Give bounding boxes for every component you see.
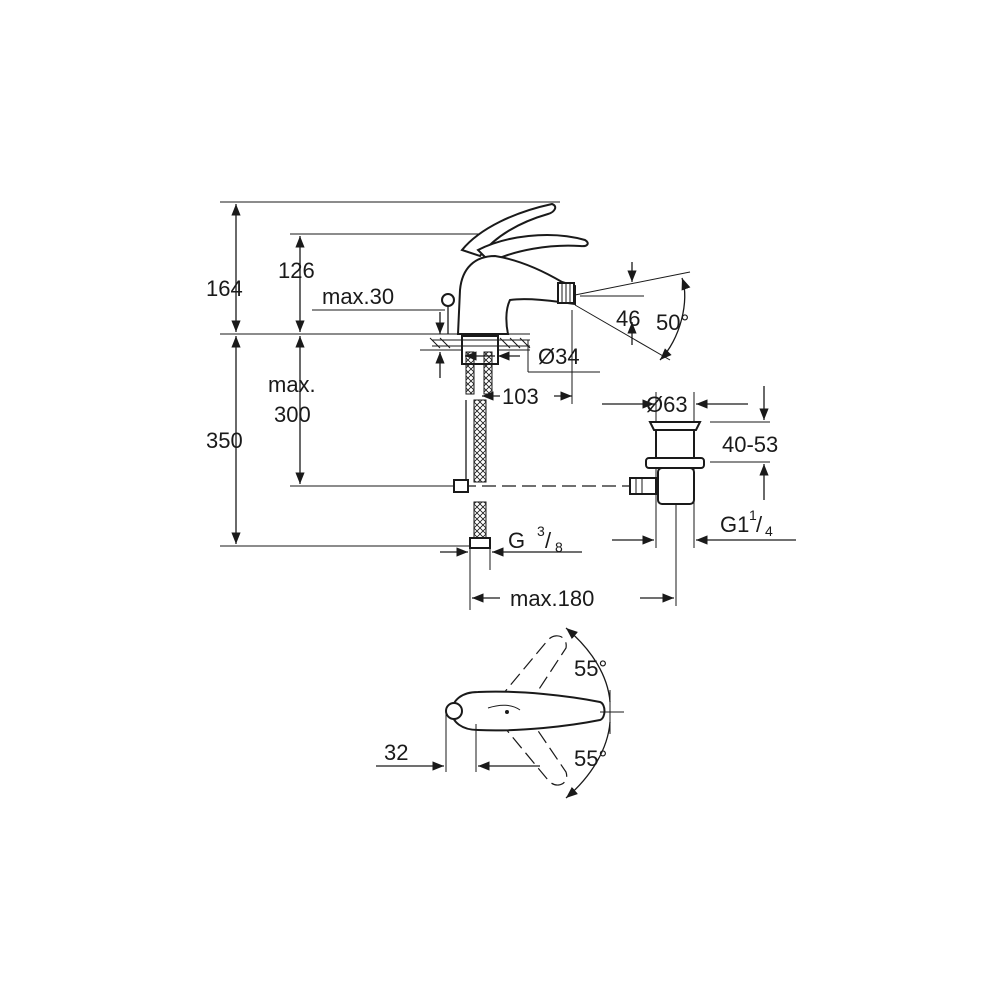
side-view: 164 126 max.30 350 max. 300 bbox=[206, 201, 691, 549]
dim-55-bottom-arc bbox=[565, 721, 611, 799]
flex-hose-upper bbox=[473, 399, 487, 483]
dim-103-label: 103 bbox=[502, 384, 539, 409]
dim-dia34-label: Ø34 bbox=[538, 344, 580, 369]
dim-g114-main: G1 bbox=[720, 512, 749, 537]
dim-46-label: 46 bbox=[616, 306, 640, 331]
dim-4053-label: 40-53 bbox=[722, 432, 778, 457]
dim-g38-num: 3 bbox=[537, 523, 545, 539]
lever-handle bbox=[460, 202, 557, 258]
dim-max30-label: max.30 bbox=[322, 284, 394, 309]
rod-clamp bbox=[453, 479, 469, 493]
dim-55-bottom-label: 55° bbox=[574, 746, 607, 771]
waste-tail bbox=[657, 467, 695, 505]
dim-g114-num: 1 bbox=[749, 507, 757, 523]
max180-dimension: max.180 bbox=[472, 504, 677, 611]
top-view-lift-knob bbox=[445, 702, 463, 720]
waste-body bbox=[655, 429, 695, 459]
dim-g38-den: 8 bbox=[555, 539, 563, 555]
supply-thread-dimension: G 3 / 8 bbox=[440, 523, 582, 610]
waste-flange bbox=[648, 421, 702, 431]
dim-max180-label: max.180 bbox=[510, 586, 594, 611]
dim-350-label: 350 bbox=[206, 428, 243, 453]
top-view-handle bbox=[450, 690, 606, 732]
top-view-indicator-dot bbox=[505, 710, 509, 714]
dim-55-top-arc bbox=[565, 627, 611, 703]
lever-grip bbox=[476, 234, 589, 264]
dim-164-label: 164 bbox=[206, 276, 243, 301]
dim-55-top-label: 55° bbox=[574, 656, 607, 681]
dim-g38-slash: / bbox=[545, 528, 552, 553]
waste-fitting: Ø63 40-53 G1 1 / 4 bbox=[602, 386, 796, 548]
faucet-body bbox=[441, 202, 589, 335]
dim-dia63-label: Ø63 bbox=[646, 392, 688, 417]
dim-g114-slash: / bbox=[756, 512, 763, 537]
top-view: 55° 55° 32 bbox=[376, 627, 624, 799]
dim-50-arc bbox=[659, 277, 691, 361]
dim-g38-main: G bbox=[508, 528, 525, 553]
handle-ghost-lower bbox=[499, 715, 568, 786]
supply-hose bbox=[465, 399, 491, 549]
dim-50-label: 50° bbox=[656, 310, 689, 335]
dim-max300-label-line2: 300 bbox=[274, 402, 311, 427]
flex-hose-lower bbox=[473, 501, 487, 539]
mounting-stud-right bbox=[483, 351, 493, 395]
dim-32-label: 32 bbox=[384, 740, 408, 765]
mounting-stud-left bbox=[465, 351, 475, 395]
dim-max300-label-line1: max. bbox=[268, 372, 316, 397]
dim-126-label: 126 bbox=[278, 258, 315, 283]
dim-g114-den: 4 bbox=[765, 523, 773, 539]
waste-rod-connector bbox=[629, 477, 657, 495]
lift-rod-knob bbox=[441, 293, 455, 307]
waste-nut bbox=[645, 457, 705, 469]
handle-ghost-upper bbox=[497, 635, 567, 707]
hose-connector bbox=[469, 537, 491, 549]
